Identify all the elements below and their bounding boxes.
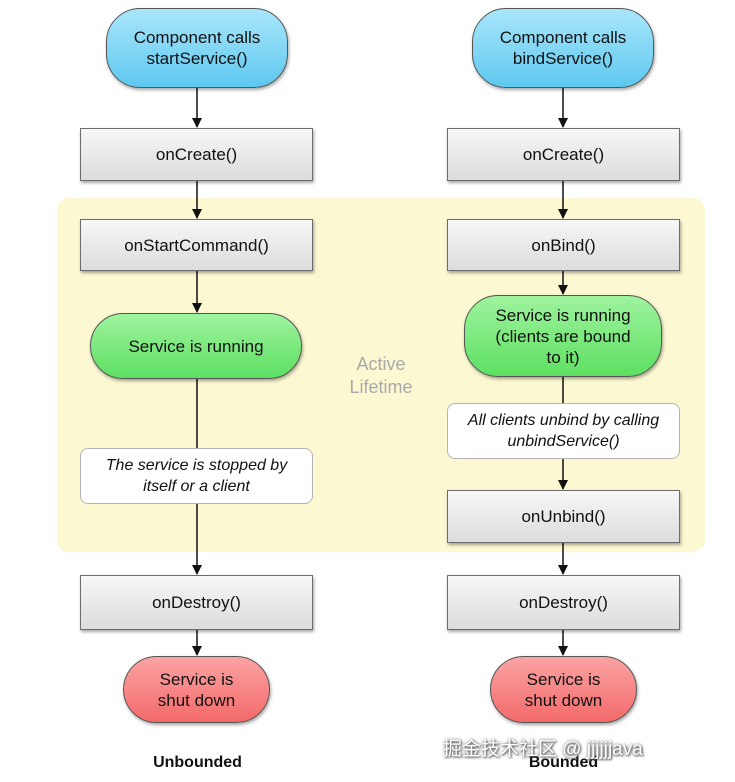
left-stopped-note: The service is stopped by itself or a cl… [80, 448, 313, 504]
watermark: 掘金技术社区 @ jjjjjjava [443, 739, 643, 760]
left-running-node: Service is running [90, 313, 302, 379]
left-caption: Unbounded [153, 754, 242, 771]
right-shutdown-node: Service is shut down [490, 656, 637, 723]
left-shutdown-node: Service is shut down [123, 656, 270, 723]
right-unbind-note: All clients unbind by calling unbindServ… [447, 403, 680, 459]
right-oncreate-box: onCreate() [447, 128, 680, 181]
right-ondestroy-box: onDestroy() [447, 575, 680, 630]
left-start-node: Component calls startService() [106, 8, 288, 88]
right-onbind-box: onBind() [447, 219, 680, 271]
active-lifetime-label: Active Lifetime [349, 354, 413, 397]
left-oncreate-box: onCreate() [80, 128, 313, 181]
right-start-node: Component calls bindService() [472, 8, 654, 88]
left-ondestroy-box: onDestroy() [80, 575, 313, 630]
left-onstartcommand-box: onStartCommand() [80, 219, 313, 271]
right-running-node: Service is running (clients are bound to… [464, 295, 662, 377]
right-onunbind-box: onUnbind() [447, 490, 680, 543]
right-caption: Bounded [528, 754, 599, 771]
